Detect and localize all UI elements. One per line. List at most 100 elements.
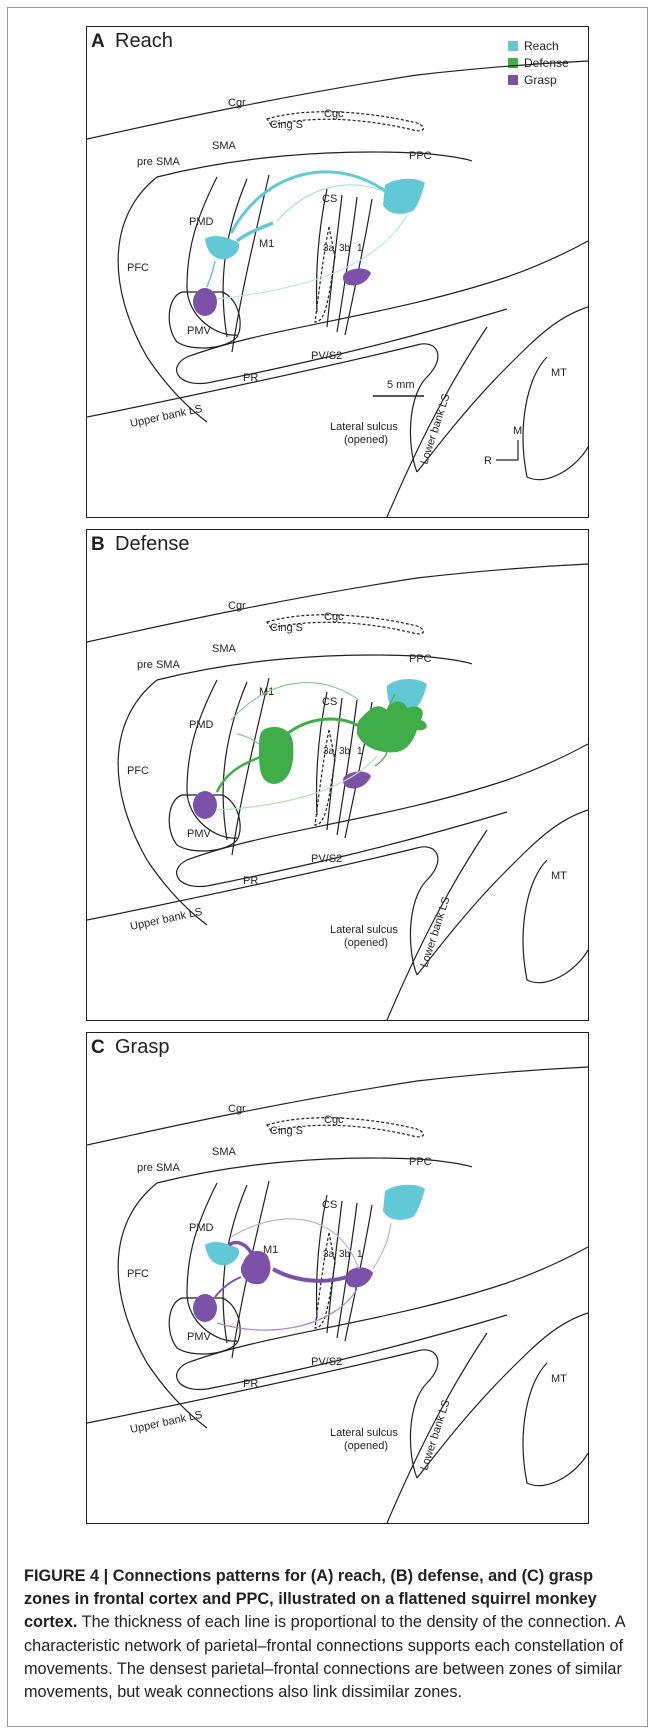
- label-lateral-sulcus-opened: (opened): [344, 1440, 388, 1452]
- connection-m1-pmv: [215, 754, 264, 793]
- orientation-m: M: [513, 425, 522, 437]
- zone-grasp-ppc: [346, 1267, 373, 1288]
- zone-defense-m1: [259, 726, 294, 784]
- sma-border: [156, 151, 473, 178]
- panel-title: Defense: [115, 533, 190, 555]
- label-pmv: PMV: [187, 828, 212, 840]
- cingulate-sulcus: [266, 1117, 424, 1138]
- label-1: 1: [357, 243, 363, 254]
- legend-swatch-grasp: [508, 75, 518, 85]
- label-lateral-sulcus-opened: (opened): [344, 434, 388, 446]
- zone-reach-ppc: [383, 178, 425, 214]
- label-lower-bank-ls: Lower bank LS: [418, 1398, 452, 1472]
- pfc-outline: [117, 1182, 208, 1429]
- panel-defense: B Defense Cgr Cgc Cing S SMA pre SMA PPC…: [86, 529, 589, 1021]
- label-cgc: Cgc: [324, 1114, 344, 1126]
- panel-title: Grasp: [115, 1036, 169, 1058]
- label-m1: M1: [259, 238, 274, 250]
- connection-ppc-pmv: [216, 214, 408, 300]
- label-cgr: Cgr: [228, 97, 246, 109]
- lateral-sulcus-edge: [386, 829, 488, 1020]
- label-pre-sma: pre SMA: [137, 659, 180, 671]
- label-pr: PR: [243, 875, 258, 887]
- label-cs: CS: [322, 1199, 337, 1211]
- legend-swatch-reach: [508, 41, 518, 51]
- connection-pmv-ppc: [216, 1288, 358, 1331]
- area1-border: [336, 1202, 358, 1339]
- label-pre-sma: pre SMA: [137, 1162, 180, 1174]
- connection-pmd-ppc: [230, 681, 360, 721]
- zone-grasp-ppc: [342, 771, 371, 789]
- label-mt: MT: [551, 367, 567, 379]
- label-1: 1: [357, 1249, 363, 1260]
- connection-m1-pmd: [235, 221, 274, 243]
- zone-reach-pmd: [205, 235, 240, 260]
- label-pmv: PMV: [187, 1331, 212, 1343]
- pmd-pmv-border: [186, 1182, 238, 1342]
- zone-grasp-pmv: [193, 1294, 217, 1322]
- mt-outline: [522, 356, 588, 481]
- label-upper-bank-ls: Upper bank LS: [129, 1409, 203, 1436]
- pmd-pmv-border: [186, 679, 238, 839]
- label-ppc: PPC: [409, 1156, 432, 1168]
- area3b-border: [326, 194, 343, 328]
- lower-bank-ls: [416, 1312, 588, 1479]
- connection-ppc-pmd: [229, 170, 386, 234]
- label-ppc: PPC: [409, 653, 432, 665]
- upper-bank-ls: [87, 343, 439, 473]
- label-pr: PR: [243, 372, 258, 384]
- pr-outline: [176, 811, 508, 888]
- scale-bar-label: 5 mm: [387, 379, 415, 391]
- connection-ppc-reach: [386, 693, 396, 711]
- pr-outline: [176, 1314, 508, 1391]
- lower-bank-ls: [416, 306, 588, 473]
- pvs2-outline: [186, 743, 588, 861]
- connection-m1-pmv: [214, 1276, 242, 1298]
- connection-pmd-m1: [227, 1240, 253, 1254]
- label-pmd: PMD: [189, 216, 214, 228]
- label-sma: SMA: [212, 1146, 237, 1158]
- label-cgr: Cgr: [228, 600, 246, 612]
- label-pmd: PMD: [189, 1222, 214, 1234]
- label-lateral-sulcus: Lateral sulcus: [330, 924, 398, 936]
- pfc-outline: [117, 679, 208, 926]
- connection-ppc-reach-weak: [372, 1222, 392, 1270]
- legend-swatch-defense: [508, 58, 518, 68]
- pfc-outline: [117, 176, 208, 423]
- connection-m1-ppc: [271, 1267, 348, 1283]
- panel-reach: A Reach Reach Defense Grasp 5 mm M R Cgr…: [86, 26, 589, 518]
- lateral-sulcus-edge: [386, 326, 488, 517]
- label-pv-s2: PV/S2: [311, 350, 342, 362]
- panel-letter: C: [91, 1037, 105, 1058]
- area3b-border: [326, 697, 343, 831]
- panel-letter: A: [91, 31, 105, 52]
- zone-defense-ppc: [357, 701, 427, 753]
- label-3b: 3b: [339, 746, 351, 757]
- connection-pmd-m1: [236, 733, 260, 745]
- label-3b: 3b: [339, 243, 351, 254]
- area2-border: [344, 198, 373, 336]
- mt-outline: [522, 1362, 588, 1487]
- cingulate-sulcus: [266, 614, 424, 635]
- label-pfc: PFC: [127, 765, 149, 777]
- central-sulcus: [314, 1232, 336, 1329]
- label-sma: SMA: [212, 140, 237, 152]
- upper-bank-ls: [87, 1349, 439, 1479]
- label-cs: CS: [322, 193, 337, 205]
- label-cgr: Cgr: [228, 1103, 246, 1115]
- panel-title: Reach: [115, 30, 173, 52]
- lateral-sulcus-edge: [386, 1332, 488, 1523]
- sma-border: [156, 1157, 473, 1184]
- label-pre-sma: pre SMA: [137, 156, 180, 168]
- label-mt: MT: [551, 870, 567, 882]
- mt-outline: [522, 859, 588, 984]
- cortex-outline-top: [87, 60, 588, 140]
- zone-reach-ppc: [383, 1184, 425, 1220]
- zone-grasp-m1: [241, 1250, 271, 1285]
- connection-pmd-ppc-weak: [230, 1218, 360, 1270]
- label-lower-bank-ls: Lower bank LS: [418, 895, 452, 969]
- panel-letter: B: [91, 534, 105, 555]
- label-cing-s: Cing S: [270, 1125, 303, 1137]
- label-cgc: Cgc: [324, 611, 344, 623]
- label-lateral-sulcus-opened: (opened): [344, 937, 388, 949]
